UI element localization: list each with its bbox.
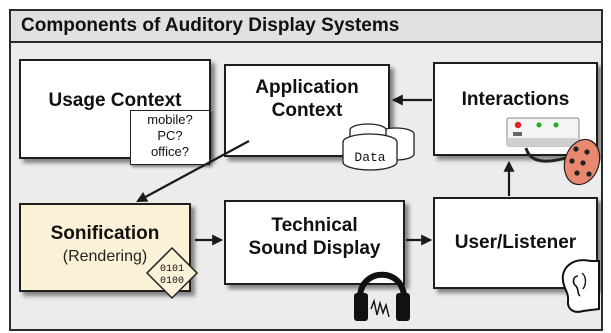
usage-note-office: office? (150, 144, 190, 159)
usage-context-label: Usage Context (48, 90, 182, 111)
data-label: Data (354, 150, 385, 165)
application-context-label: Application Context (226, 76, 388, 122)
interactions-label: Interactions (461, 89, 570, 110)
database-icon: Data (342, 123, 415, 171)
technical-sound-display-line-2: Sound Display (248, 238, 381, 259)
controller-device-icon (506, 117, 601, 186)
technical-sound-display-line-1: Technical (271, 215, 358, 236)
technical-sound-display-box: Technical Sound Display (224, 200, 405, 285)
application-context-line-2: Context (271, 100, 343, 121)
binary-line-1: 0101 (160, 264, 184, 275)
binary-line-2: 0100 (160, 276, 184, 287)
diagram-overlay: Data 0101 0100 (136, 94, 601, 321)
ear-icon (561, 259, 600, 313)
usage-note-mobile: mobile? (147, 112, 193, 127)
diagram-title: Components of Auditory Display Systems (21, 15, 400, 36)
sonification-sublabel: (Rendering) (62, 248, 148, 265)
user-listener-label: User/Listener (454, 232, 577, 253)
title-bar: Components of Auditory Display Systems (11, 11, 601, 43)
application-context-line-1: Application (255, 77, 359, 98)
diagram-frame: Components of Auditory Display Systems U… (9, 9, 603, 331)
binary-diamond-icon: 0101 0100 (145, 246, 199, 300)
technical-sound-display-label: Technical Sound Display (226, 214, 403, 260)
arrow-application-to-sonification (136, 140, 250, 203)
sonification-label: Sonification (50, 223, 160, 244)
usage-context-notes: mobile? PC? office? (130, 110, 210, 165)
usage-note-pc: PC? (157, 128, 183, 143)
headphones-icon (354, 271, 410, 321)
